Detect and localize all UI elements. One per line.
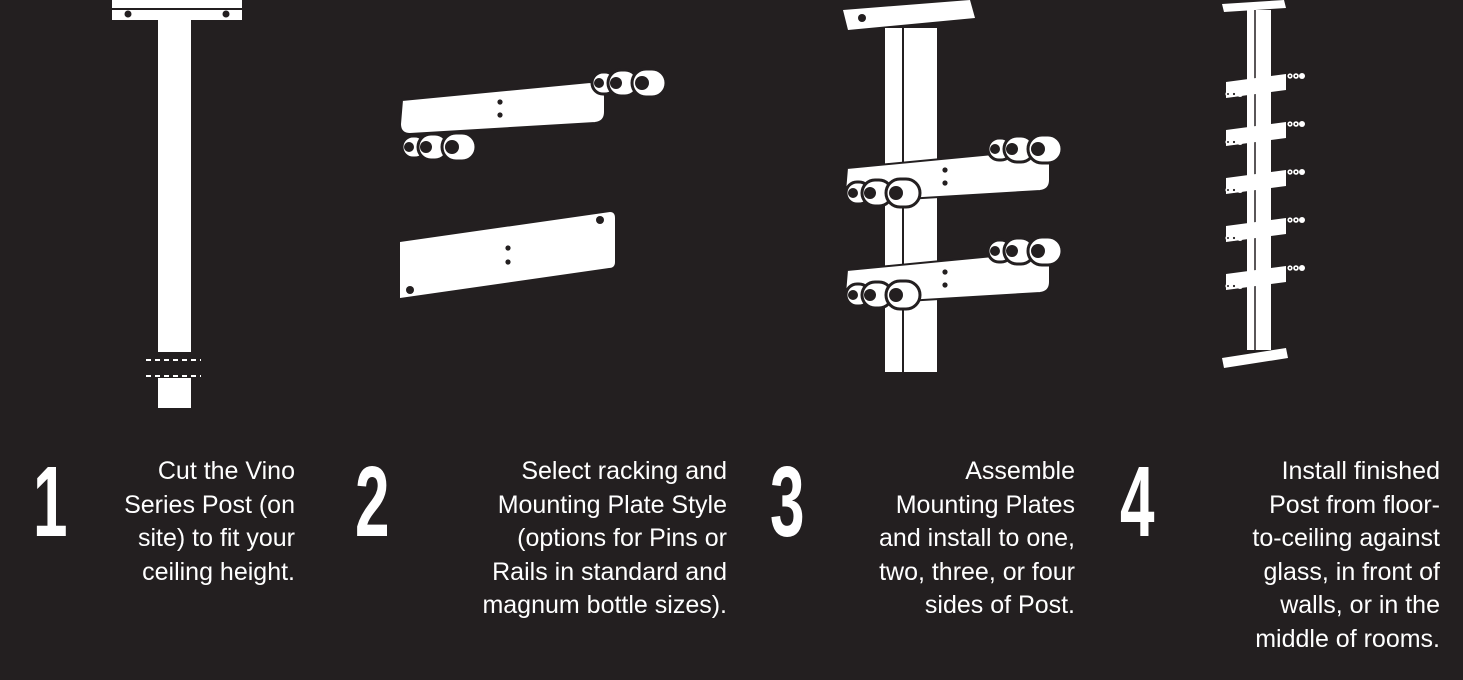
step-description-line: (options for Pins or (517, 524, 727, 552)
step-description-line: Mounting Plates (895, 490, 1075, 519)
step-number: 1 (33, 446, 68, 558)
step-description-line: Assemble (965, 457, 1075, 485)
step-description-line: and install to one, (879, 524, 1075, 552)
finished-post-illustration (1222, 0, 1305, 368)
assembled-post-illustration (843, 0, 1064, 372)
step-2: 2 Select racking and Mounting Plate Styl… (355, 452, 727, 680)
mounting-plates-illustration (399, 67, 668, 298)
step-description: Cut the Vino Series Post (on site) to fi… (124, 455, 295, 589)
step-description-line: Post from floor- (1269, 490, 1440, 519)
step-description: Install finished Post from floor- to-cei… (1252, 455, 1440, 656)
step-description-line: two, three, or four (879, 557, 1075, 586)
step-description-line: magnum bottle sizes). (482, 591, 727, 619)
step-number: 4 (1120, 446, 1155, 558)
step-description-line: glass, in front of (1263, 557, 1440, 586)
step-description-line: site) to fit your (138, 524, 295, 552)
step-description-line: to-ceiling against (1252, 524, 1440, 552)
step-description: Select racking and Mounting Plate Style … (482, 455, 727, 623)
step-3: 3 Assemble Mounting Plates and install t… (770, 452, 1075, 680)
step-description-line: Rails in standard and (492, 557, 727, 586)
step-description-line: sides of Post. (924, 591, 1075, 619)
step-description-line: walls, or in the (1280, 591, 1440, 619)
step-1: 1 Cut the Vino Series Post (on site) to … (33, 452, 295, 680)
cut-post-illustration (112, 0, 242, 408)
step-description-line: Cut the Vino (157, 457, 295, 485)
installation-illustrations (112, 0, 1305, 408)
step-description-line: Series Post (on (124, 490, 295, 519)
step-description: Assemble Mounting Plates and install to … (879, 455, 1075, 623)
step-number: 3 (770, 446, 805, 558)
step-description-line: middle of rooms. (1255, 624, 1440, 653)
step-description-line: Mounting Plate Style (497, 490, 727, 519)
step-4: 4 Install finished Post from floor- to-c… (1120, 452, 1440, 680)
step-description-line: Install finished (1281, 457, 1440, 485)
step-number: 2 (355, 446, 390, 558)
step-description-line: Select racking and (521, 457, 727, 485)
step-description-line: ceiling height. (142, 557, 295, 586)
